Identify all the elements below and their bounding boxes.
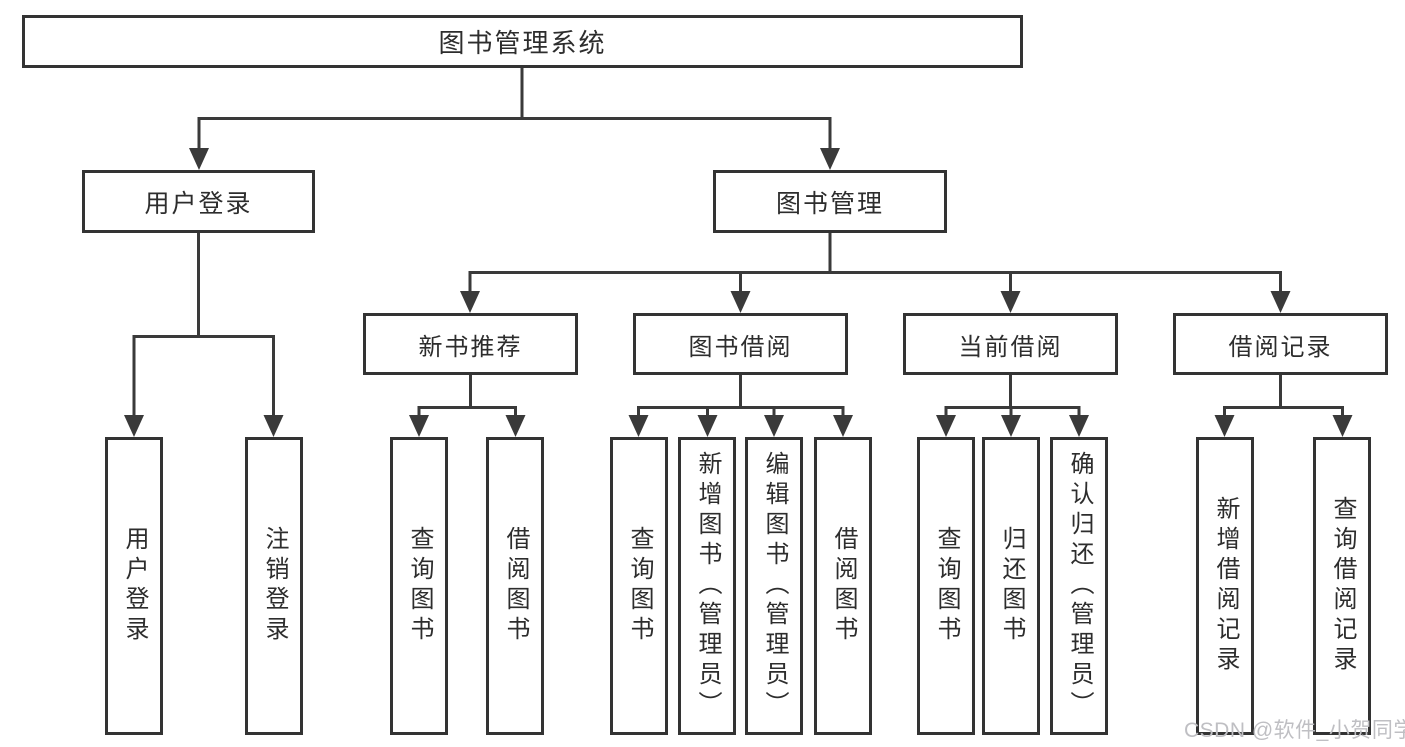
node-label: 用户登录: [144, 189, 253, 218]
leaf-query-books-current: 查询图书: [917, 437, 975, 735]
node-label: 注销登录: [261, 526, 288, 646]
leaf-edit-books-admin: 编辑图书（管理员）: [745, 437, 803, 735]
node-label: 新书推荐: [418, 333, 523, 361]
leaf-confirm-return-admin: 确认归还（管理员）: [1050, 437, 1108, 735]
node-label: 查询图书: [406, 526, 433, 646]
node-book-management: 图书管理: [713, 170, 947, 233]
node-label: 用户登录: [121, 526, 148, 646]
node-label: 新增借阅记录: [1212, 496, 1239, 676]
node-label: 确认归还（管理员）: [1066, 451, 1093, 721]
leaf-query-borrowing-record: 查询借阅记录: [1313, 437, 1371, 735]
csdn-watermark: CSDN @软件_小贺同学: [1184, 719, 1405, 742]
node-label: 查询图书: [626, 526, 653, 646]
leaf-user-login: 用户登录: [105, 437, 163, 735]
node-label: 借阅图书: [502, 526, 529, 646]
leaf-add-borrowing-record: 新增借阅记录: [1196, 437, 1254, 735]
node-label: 归还图书: [998, 526, 1025, 646]
node-label: 编辑图书（管理员）: [761, 451, 788, 721]
leaf-logout: 注销登录: [245, 437, 303, 735]
node-borrowing-records: 借阅记录: [1173, 313, 1388, 375]
leaf-borrow-books-recommendation: 借阅图书: [486, 437, 544, 735]
node-label: 图书管理系统: [438, 28, 607, 58]
node-label: 图书借阅: [688, 333, 793, 361]
node-new-book-recommendation: 新书推荐: [363, 313, 578, 375]
leaf-return-books: 归还图书: [982, 437, 1040, 735]
leaf-borrow-books: 借阅图书: [814, 437, 872, 735]
leaf-query-books-recommendation: 查询图书: [390, 437, 448, 735]
node-user-login: 用户登录: [82, 170, 315, 233]
node-label: 新增图书（管理员）: [694, 451, 721, 721]
node-library-management-system: 图书管理系统: [22, 15, 1023, 68]
node-label: 查询借阅记录: [1329, 496, 1356, 676]
node-book-borrowing: 图书借阅: [633, 313, 848, 375]
node-label: 当前借阅: [958, 333, 1063, 361]
leaf-add-books-admin: 新增图书（管理员）: [678, 437, 736, 735]
node-label: 借阅记录: [1228, 333, 1333, 361]
node-label: 查询图书: [933, 526, 960, 646]
node-label: 图书管理: [775, 189, 884, 218]
node-current-borrowing: 当前借阅: [903, 313, 1118, 375]
leaf-query-books-borrowing: 查询图书: [610, 437, 668, 735]
node-label: 借阅图书: [830, 526, 857, 646]
